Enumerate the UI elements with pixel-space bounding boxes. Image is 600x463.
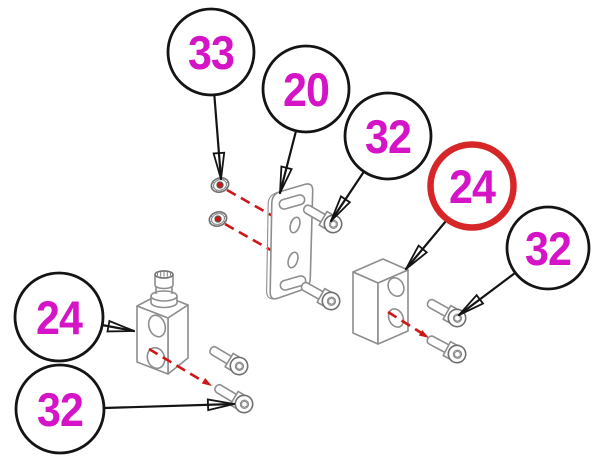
centerline-nut-lower — [224, 222, 277, 255]
callout-balloon-20: 20 — [261, 44, 351, 134]
switch-connector — [150, 270, 178, 309]
callout-number-24-left: 24 — [36, 291, 83, 344]
leader-arrow-20 — [278, 129, 298, 195]
callout-balloon-32-right: 32 — [505, 205, 591, 291]
leader-arrow-24-right — [404, 219, 448, 271]
hex-flange-nut-lower — [208, 211, 228, 227]
mounting-plate — [266, 183, 314, 300]
callout-number-32-top: 32 — [365, 110, 411, 163]
socket-screw-block-lower — [426, 335, 467, 364]
leader-arrow-24-left — [100, 319, 136, 333]
plate-slot-top — [278, 194, 306, 210]
callout-number-32-right: 32 — [525, 222, 571, 275]
callout-balloon-32-bottom: 32 — [14, 363, 106, 455]
socket-screw-plate-lower — [300, 281, 341, 311]
switch-block — [136, 270, 189, 375]
plate-hole-lower — [287, 251, 299, 269]
switch-block-hole-upper — [147, 314, 167, 338]
callout-number-33: 33 — [188, 26, 234, 79]
callout-number-24-right: 24 — [449, 160, 496, 213]
centerline-switch-block — [148, 347, 212, 386]
socket-screw-block-upper — [426, 298, 467, 328]
callout-balloon-24-highlighted: 24 — [427, 141, 517, 231]
centerline-mounting-block — [387, 310, 429, 338]
switch-block-right-face — [167, 304, 189, 375]
plate-hole-upper — [289, 216, 301, 234]
mounting-block-hole-upper — [387, 277, 405, 297]
leader-arrow-33 — [212, 94, 226, 181]
mounting-block — [352, 258, 409, 345]
callout-number-20: 20 — [283, 63, 329, 116]
leader-arrow-32-right — [457, 271, 517, 317]
leader-arrow-32-bottom — [102, 398, 236, 412]
socket-screw-switch-upper — [209, 345, 249, 376]
hex-flange-nut-upper — [210, 177, 230, 193]
callout-balloon-32-top: 32 — [343, 91, 433, 181]
callout-number-32-bottom: 32 — [37, 383, 83, 436]
callout-balloon-33: 33 — [166, 7, 256, 97]
callout-balloon-24-left: 24 — [13, 271, 105, 363]
plate-slot-bottom — [279, 275, 307, 291]
centerline-nut-upper — [226, 188, 279, 221]
switch-block-hole-lower — [146, 346, 166, 370]
socket-screw-switch-lower — [214, 383, 254, 414]
leader-arrow-32-top — [329, 171, 365, 223]
mounting-block-left-face — [352, 271, 379, 345]
